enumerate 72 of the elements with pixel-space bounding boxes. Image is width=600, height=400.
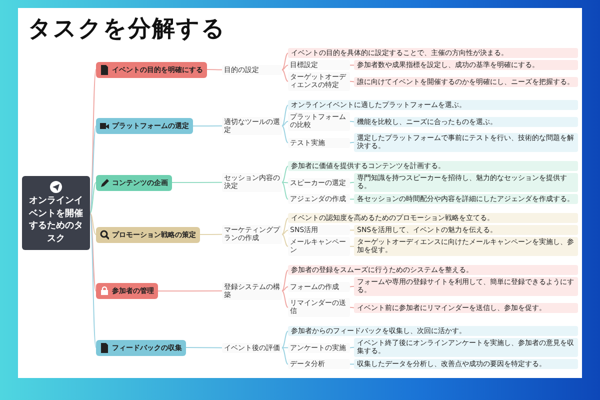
topic-node (288, 112, 350, 131)
topic-node (288, 60, 350, 70)
connector-line (282, 218, 288, 235)
connector-line (350, 286, 354, 288)
connector-line (90, 126, 96, 214)
connector-line (282, 69, 288, 82)
description-note (288, 326, 578, 336)
connector-line (350, 142, 354, 144)
connector-line (282, 290, 288, 308)
connector-line (350, 346, 354, 348)
connector-line (350, 246, 354, 247)
description-note (288, 161, 578, 172)
connector-line (172, 182, 222, 183)
title: タスクを分解する (28, 15, 226, 44)
connector-line (200, 234, 222, 235)
description-note (288, 48, 578, 58)
description-note (354, 116, 578, 127)
topic-node (288, 194, 350, 204)
connector-line (350, 364, 354, 365)
connector-line (90, 182, 96, 214)
topic-node (222, 64, 282, 75)
description-note (354, 359, 578, 370)
topic-node (288, 359, 350, 370)
branch-node (96, 62, 207, 78)
description-note (288, 213, 578, 224)
connector-line (282, 166, 288, 183)
description-note (354, 194, 578, 204)
connector-line (282, 52, 288, 70)
connector-line (158, 290, 222, 292)
description-note (354, 302, 578, 313)
connector-line (282, 182, 288, 200)
connector-line (350, 64, 354, 66)
description-note (288, 100, 578, 110)
topic-node (288, 178, 350, 188)
connector-line (90, 212, 96, 235)
branch-node (96, 226, 200, 242)
connector-line (282, 330, 288, 348)
description-note (288, 265, 578, 276)
connector-line (282, 104, 288, 126)
description-note (354, 173, 578, 192)
topic-node (288, 237, 350, 256)
connector-line (186, 347, 222, 348)
connector-line (206, 69, 222, 70)
branch-node (96, 283, 158, 299)
topic-node (288, 138, 350, 148)
connector-line (350, 80, 354, 82)
node-text: オンラインイベントを開催するためのタスク (28, 195, 84, 246)
connector-line (282, 347, 288, 365)
topic-node (288, 298, 350, 317)
branch-node (96, 340, 186, 356)
description-note (354, 76, 578, 87)
connector-line (282, 125, 288, 144)
connector-line (90, 212, 96, 292)
description-note (354, 60, 578, 70)
topic-node (288, 282, 350, 292)
connector-line (350, 306, 354, 308)
topic-node (288, 342, 350, 353)
description-note (354, 225, 578, 236)
topic-node (288, 225, 350, 236)
branch-node (96, 174, 172, 190)
connector-line (350, 198, 354, 200)
branch-node (96, 118, 193, 134)
connector-line (350, 230, 354, 231)
connector-line (282, 347, 288, 348)
connector-line (90, 212, 96, 348)
connector-line (350, 120, 354, 122)
connector-line (192, 125, 222, 126)
connector-line (282, 270, 288, 292)
connector-line (282, 234, 288, 247)
connector-line (350, 182, 354, 184)
connector-line (282, 120, 288, 126)
root-node (22, 176, 90, 250)
